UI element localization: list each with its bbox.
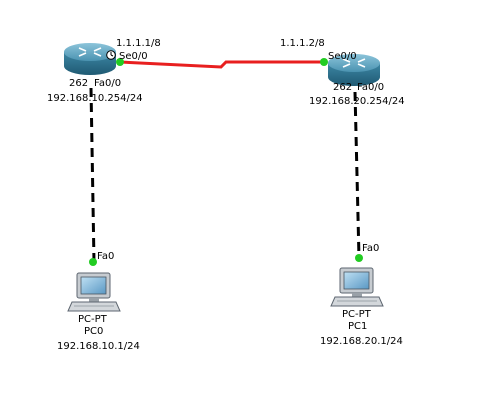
router-1-serial-interface: Se0/0	[328, 51, 357, 62]
pc-1-ip: 192.168.20.1/24	[320, 336, 403, 347]
pc-1-interface: Fa0	[362, 243, 379, 254]
router-0-serial-ip: 1.1.1.1/8	[116, 38, 161, 49]
pc-0-interface: Fa0	[97, 251, 114, 262]
port-up-indicator	[355, 254, 363, 262]
port-up-indicator	[89, 258, 97, 266]
pc-0-ip: 192.168.10.1/24	[57, 341, 140, 352]
router-0[interactable]	[64, 43, 116, 75]
serial-link[interactable]	[119, 60, 324, 69]
router-1-lan-ip: 192.168.20.254/24	[309, 96, 405, 107]
pc-1-type: PC-PT	[342, 309, 372, 320]
ethernet-link-left[interactable]	[89, 87, 96, 263]
pc-0[interactable]	[67, 272, 121, 312]
router-1-serial-ip: 1.1.1.2/8	[280, 38, 325, 49]
router-1-fast-interface: Fa0/0	[357, 82, 384, 93]
router-1[interactable]	[328, 54, 380, 86]
router-0-lan-ip: 192.168.10.254/24	[47, 93, 143, 104]
port-up-indicator	[116, 58, 124, 66]
router-0-serial-interface: Se0/0	[119, 51, 148, 62]
ethernet-link-right[interactable]	[353, 91, 361, 259]
pc-0-name: PC0	[84, 326, 103, 337]
pc-1[interactable]	[330, 267, 384, 307]
router-0-model: 262	[69, 78, 88, 89]
router-1-model: 262	[333, 82, 352, 93]
router-0-fast-interface: Fa0/0	[94, 78, 121, 89]
pc-1-name: PC1	[348, 321, 367, 332]
clock-icon	[106, 50, 116, 60]
pc-0-type: PC-PT	[78, 314, 108, 325]
port-up-indicator	[320, 58, 328, 66]
